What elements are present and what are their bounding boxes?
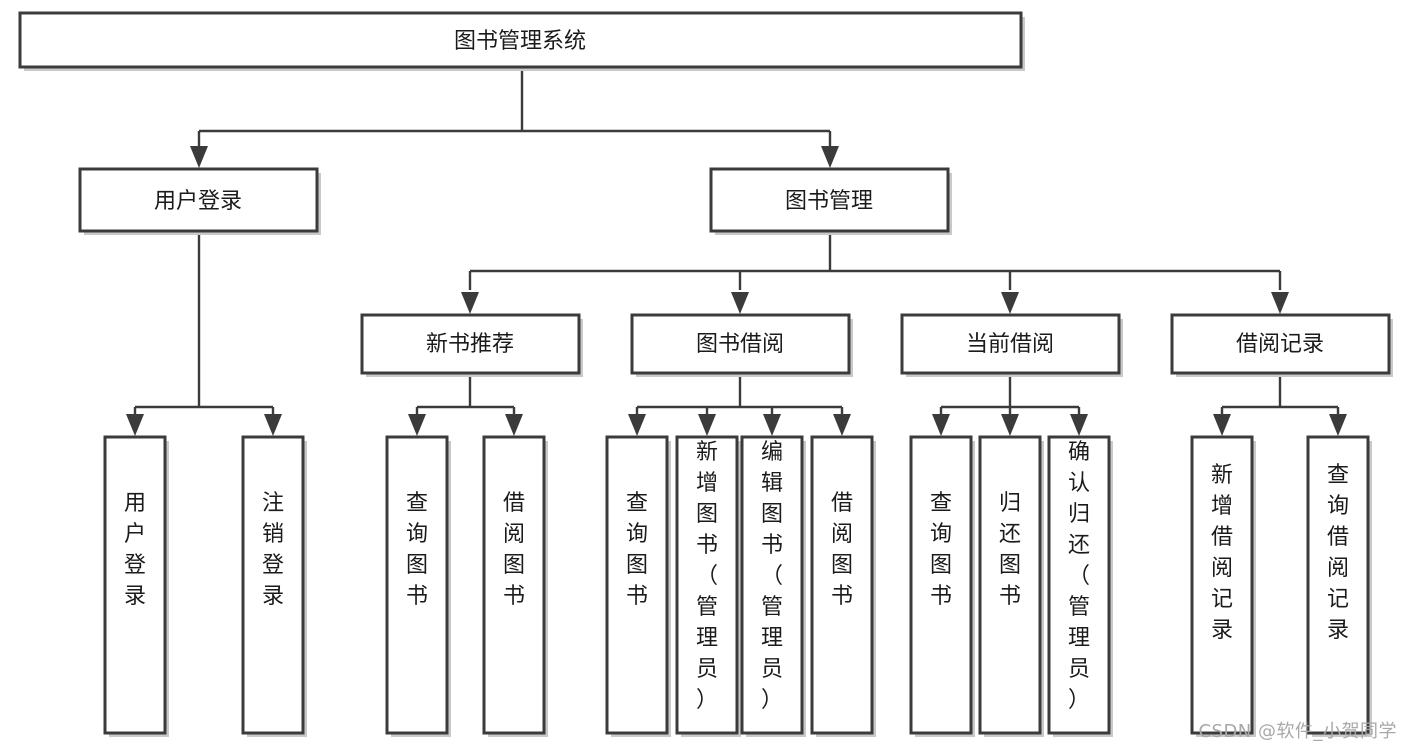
leaf-user-login-box bbox=[103, 435, 167, 735]
leaf-user-logout-label: 注销登录 bbox=[262, 491, 284, 609]
borrow-record-label: 借阅记录 bbox=[1236, 332, 1324, 357]
new-book-recommend-box bbox=[360, 313, 581, 375]
connector-borrow-record-bus bbox=[1220, 376, 1340, 418]
arrow-to-leaf-add-record bbox=[1213, 414, 1231, 436]
leaf-add-book-box bbox=[675, 435, 739, 735]
leaf-add-book-label: 新增图书（管理员） bbox=[696, 440, 718, 713]
node-leaf-user-logout[interactable]: 注销登录 bbox=[241, 435, 307, 737]
arrow-to-leaf-query-book-1 bbox=[408, 414, 426, 436]
node-book-manage[interactable]: 图书管理 bbox=[709, 167, 952, 235]
node-leaf-add-book[interactable]: 新增图书（管理员） bbox=[675, 435, 741, 737]
current-borrow-label: 当前借阅 bbox=[966, 332, 1054, 357]
node-leaf-query-book-1[interactable]: 查询图书 bbox=[385, 435, 451, 737]
leaf-edit-book-label: 编辑图书（管理员） bbox=[761, 440, 783, 713]
user-login-box bbox=[78, 167, 319, 233]
leaf-confirm-return-box bbox=[1047, 435, 1111, 735]
leaf-borrow-book-2-label: 借阅图书 bbox=[831, 491, 853, 609]
leaf-add-record-label: 新增借阅记录 bbox=[1211, 463, 1233, 643]
arrow-to-leaf-return-book bbox=[1001, 414, 1019, 436]
leaf-edit-book-box bbox=[740, 435, 804, 735]
node-leaf-borrow-book-1[interactable]: 借阅图书 bbox=[482, 435, 548, 737]
arrow-to-leaf-query-record bbox=[1329, 414, 1347, 436]
connector-layer bbox=[126, 70, 1347, 436]
connector-book-borrow-bus bbox=[635, 376, 844, 418]
arrow-to-book-borrow bbox=[731, 292, 749, 314]
leaf-return-book-label: 归还图书 bbox=[999, 491, 1021, 609]
leaf-query-book-2-label: 查询图书 bbox=[626, 491, 648, 609]
node-leaf-confirm-return[interactable]: 确认归还（管理员） bbox=[1047, 435, 1113, 737]
book-borrow-label: 图书借阅 bbox=[696, 332, 784, 357]
node-leaf-return-book[interactable]: 归还图书 bbox=[978, 435, 1044, 737]
arrow-to-leaf-user-logout bbox=[264, 414, 282, 436]
node-leaf-borrow-book-2[interactable]: 借阅图书 bbox=[810, 435, 876, 737]
node-user-login[interactable]: 用户登录 bbox=[78, 167, 321, 235]
leaf-query-book-1-label: 查询图书 bbox=[406, 491, 428, 609]
node-leaf-query-record[interactable]: 查询借阅记录 bbox=[1306, 435, 1372, 737]
leaf-user-login-label: 用户登录 bbox=[124, 491, 146, 609]
arrow-to-leaf-query-book-2 bbox=[628, 414, 646, 436]
leaf-query-book-3-box bbox=[909, 435, 973, 735]
arrow-to-leaf-borrow-book-2 bbox=[833, 414, 851, 436]
node-current-borrow[interactable]: 当前借阅 bbox=[900, 313, 1123, 377]
leaf-query-record-box bbox=[1306, 435, 1370, 735]
connector-user-login-bus bbox=[133, 233, 275, 418]
leaf-borrow-book-2-box bbox=[810, 435, 874, 735]
leaf-query-book-2-box bbox=[605, 435, 669, 735]
borrow-record-box bbox=[1170, 313, 1391, 375]
leaf-confirm-return-label: 确认归还（管理员） bbox=[1068, 440, 1090, 713]
connector-root-bus bbox=[197, 70, 832, 152]
arrow-to-current-borrow bbox=[1001, 292, 1019, 314]
leaf-add-record-box bbox=[1190, 435, 1254, 735]
node-root[interactable]: 图书管理系统 bbox=[18, 11, 1025, 71]
book-borrow-box bbox=[630, 313, 851, 375]
root-label: 图书管理系统 bbox=[454, 29, 586, 54]
leaf-query-book-3-label: 查询图书 bbox=[930, 491, 952, 609]
user-login-label: 用户登录 bbox=[154, 189, 242, 214]
arrow-root-to-user-login bbox=[190, 146, 208, 168]
arrow-to-new-book-recommend bbox=[461, 292, 479, 314]
leaf-borrow-book-1-box bbox=[482, 435, 546, 735]
node-leaf-query-book-3[interactable]: 查询图书 bbox=[909, 435, 975, 737]
node-book-borrow[interactable]: 图书借阅 bbox=[630, 313, 853, 377]
leaf-borrow-book-1-label: 借阅图书 bbox=[503, 491, 525, 609]
book-manage-box bbox=[709, 167, 950, 233]
leaf-user-logout-box bbox=[241, 435, 305, 735]
new-book-recommend-label: 新书推荐 bbox=[426, 332, 514, 357]
arrow-root-to-book-manage bbox=[821, 146, 839, 168]
node-leaf-query-book-2[interactable]: 查询图书 bbox=[605, 435, 671, 737]
node-leaf-edit-book[interactable]: 编辑图书（管理员） bbox=[740, 435, 806, 737]
current-borrow-box bbox=[900, 313, 1121, 375]
connector-book-manage-bus bbox=[468, 233, 1282, 290]
arrow-to-leaf-add-book bbox=[698, 414, 716, 436]
arrow-to-borrow-record bbox=[1271, 292, 1289, 314]
arrow-to-leaf-query-book-3 bbox=[932, 414, 950, 436]
arrow-to-leaf-user-login bbox=[126, 414, 144, 436]
arrow-to-leaf-borrow-book-1 bbox=[505, 414, 523, 436]
connector-new-book-recommend-bus bbox=[415, 376, 516, 418]
arrow-to-leaf-edit-book bbox=[763, 414, 781, 436]
book-manage-label: 图书管理 bbox=[785, 189, 873, 214]
node-new-book-recommend[interactable]: 新书推荐 bbox=[360, 313, 583, 377]
leaf-query-book-1-box bbox=[385, 435, 449, 735]
leaf-return-book-box bbox=[978, 435, 1042, 735]
arrow-to-leaf-confirm-return bbox=[1070, 414, 1088, 436]
node-leaf-add-record[interactable]: 新增借阅记录 bbox=[1190, 435, 1256, 737]
connector-current-borrow-bus bbox=[939, 376, 1081, 418]
node-leaf-user-login[interactable]: 用户登录 bbox=[103, 435, 169, 737]
node-borrow-record[interactable]: 借阅记录 bbox=[1170, 313, 1393, 377]
leaf-query-record-label: 查询借阅记录 bbox=[1327, 463, 1349, 643]
root-box bbox=[18, 11, 1023, 69]
